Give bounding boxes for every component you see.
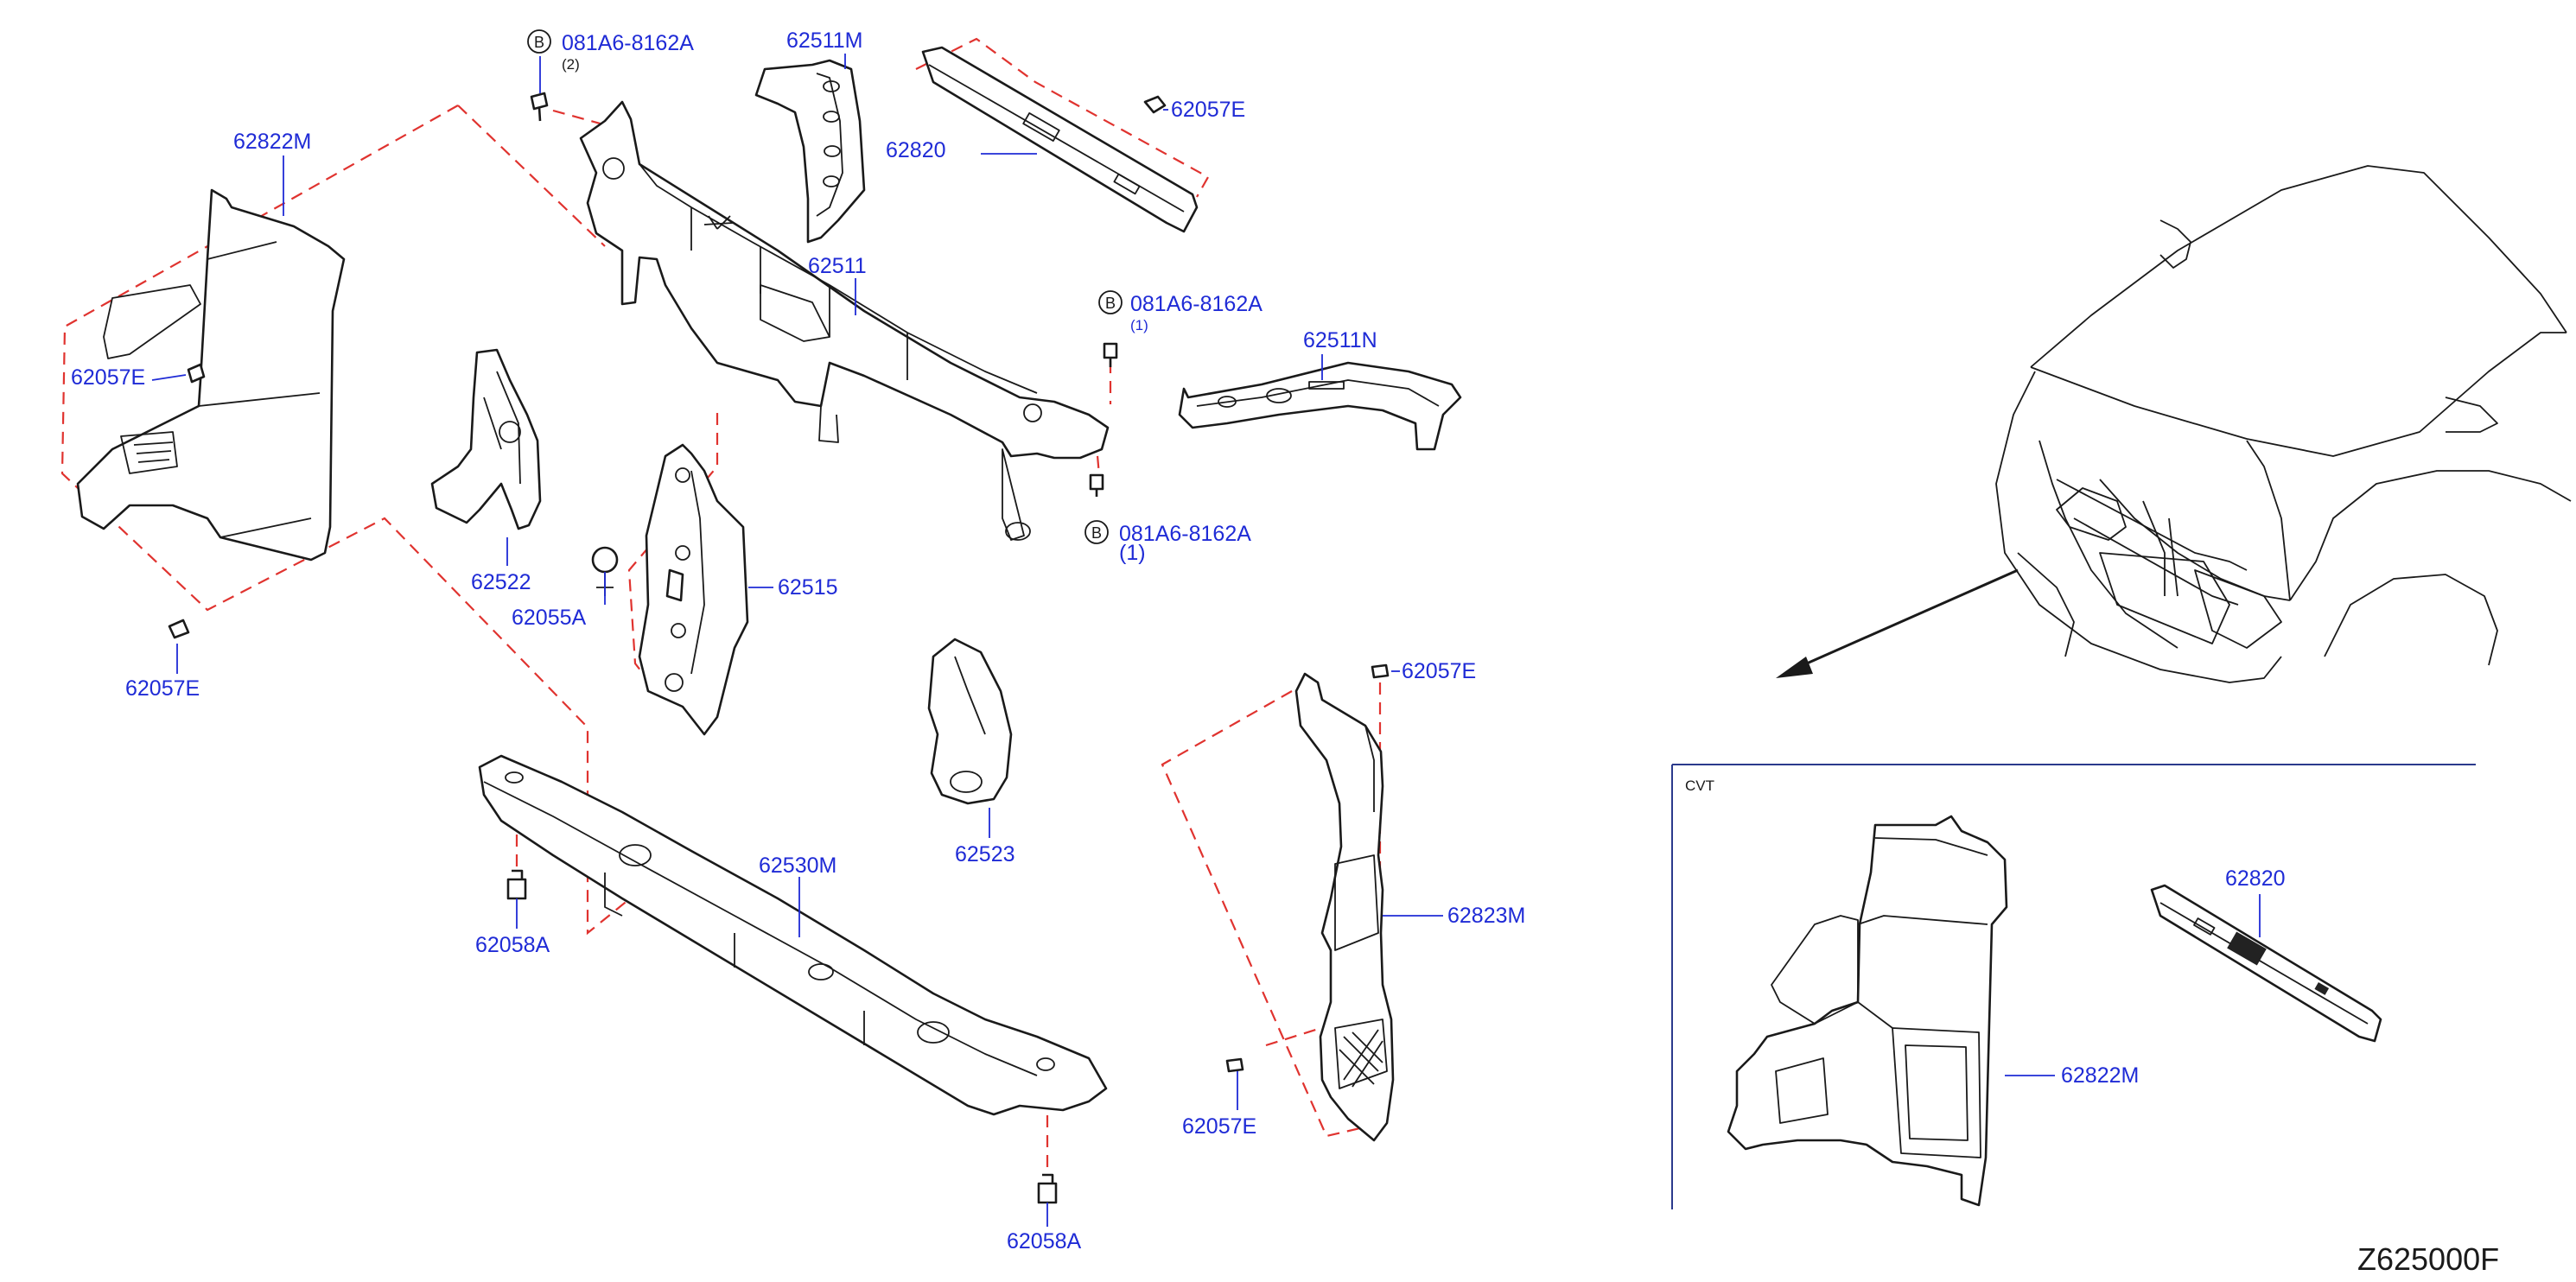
label-62822m-top: 62822M — [233, 130, 311, 154]
label-cvt: CVT — [1685, 777, 1714, 794]
fasteners — [168, 92, 1390, 1204]
outline-62820-top — [915, 37, 1210, 198]
label-62515: 62515 — [778, 575, 838, 600]
part-62530m-lower-support — [478, 754, 1108, 1116]
label-bolt-mid: 081A6-8162A — [1130, 292, 1263, 316]
label-62057e-bottom-left: 62057E — [125, 676, 200, 701]
label-62057e-mid-right: 62057E — [1402, 659, 1476, 683]
clip-62057e-mid-right — [1371, 663, 1390, 679]
outline-62515 — [627, 413, 719, 692]
bolt-62058a-left — [506, 869, 527, 900]
circle-b-icon: B — [1084, 520, 1109, 544]
label-bolt-low-qty: (1) — [1119, 541, 1146, 565]
part-62055a-pin — [591, 546, 684, 602]
label-62511: 62511 — [808, 254, 867, 278]
label-62820-top: 62820 — [886, 138, 946, 162]
clip-62057e-bottom-mid — [1225, 1057, 1244, 1073]
label-62522: 62522 — [471, 570, 531, 594]
b-marker-text: B — [534, 34, 544, 51]
label-62057e-top-right: 62057E — [1171, 98, 1245, 122]
label-62058a-left: 62058A — [475, 933, 550, 957]
part-62515-bracket — [638, 443, 749, 736]
label-62823m: 62823M — [1447, 904, 1525, 928]
clip-62057e-bottom-left — [168, 619, 190, 639]
label-62511n: 62511N — [1303, 328, 1377, 352]
part-62823m-air-guide — [1294, 672, 1395, 1142]
label-62530m: 62530M — [759, 854, 836, 878]
part-62820-strip — [921, 46, 1199, 233]
part-62522-bracket — [430, 348, 542, 530]
outline-62822m-top — [457, 105, 606, 247]
b-marker-text: B — [1091, 524, 1102, 542]
direction-arrow — [1776, 568, 2019, 678]
label-62055a: 62055A — [512, 606, 587, 630]
label-bolt-mid-qty: (1) — [1130, 317, 1148, 333]
leader-lines — [151, 54, 2261, 1227]
part-62523-bracket — [927, 638, 1013, 805]
part-62820-cvt — [2150, 884, 2382, 1043]
bolt-mid — [1103, 342, 1118, 367]
b-marker-text: B — [1105, 295, 1116, 312]
outline-62822m-left — [60, 105, 658, 936]
circle-b-icon: B — [1098, 290, 1123, 314]
cvt-variant-box — [1671, 764, 2476, 1209]
label-bolt-low: 081A6-8162A — [1119, 522, 1251, 546]
car-illustration — [1995, 165, 2572, 683]
bolt-62058a-bottom — [1037, 1173, 1058, 1204]
diagram-code: Z625000F — [2357, 1241, 2499, 1277]
part-62511-upper-support — [579, 100, 1110, 541]
label-62057e-bottom-mid: 62057E — [1182, 1114, 1256, 1139]
part-62511n-bracket — [1178, 361, 1462, 451]
part-labels: 62822M 62057E 62057E 081A6-8162A (2) 625… — [71, 29, 2499, 1277]
bolt-low — [1089, 473, 1104, 497]
clip-62057e-left — [187, 363, 206, 384]
label-62058a-bottom: 62058A — [1007, 1229, 1082, 1253]
label-bolt-top: 081A6-8162A — [562, 31, 694, 55]
bolt-top — [530, 92, 549, 122]
label-62511m: 62511M — [786, 29, 863, 53]
bolt-markers: B B B — [527, 29, 1123, 544]
label-62057e-left: 62057E — [71, 365, 145, 390]
label-62523: 62523 — [955, 842, 1015, 866]
outline-62823m — [1161, 690, 1383, 1138]
label-62820-cvt: 62820 — [2225, 866, 2286, 891]
clip-62057e-top-right — [1143, 95, 1167, 114]
part-62822m-cvt — [1727, 815, 2008, 1207]
label-bolt-top-qty: (2) — [562, 56, 580, 73]
part-62822m-air-guide — [76, 188, 346, 562]
part-62511m-bracket — [754, 59, 866, 244]
circle-b-icon: B — [527, 29, 551, 54]
label-62822m-cvt: 62822M — [2061, 1063, 2139, 1088]
